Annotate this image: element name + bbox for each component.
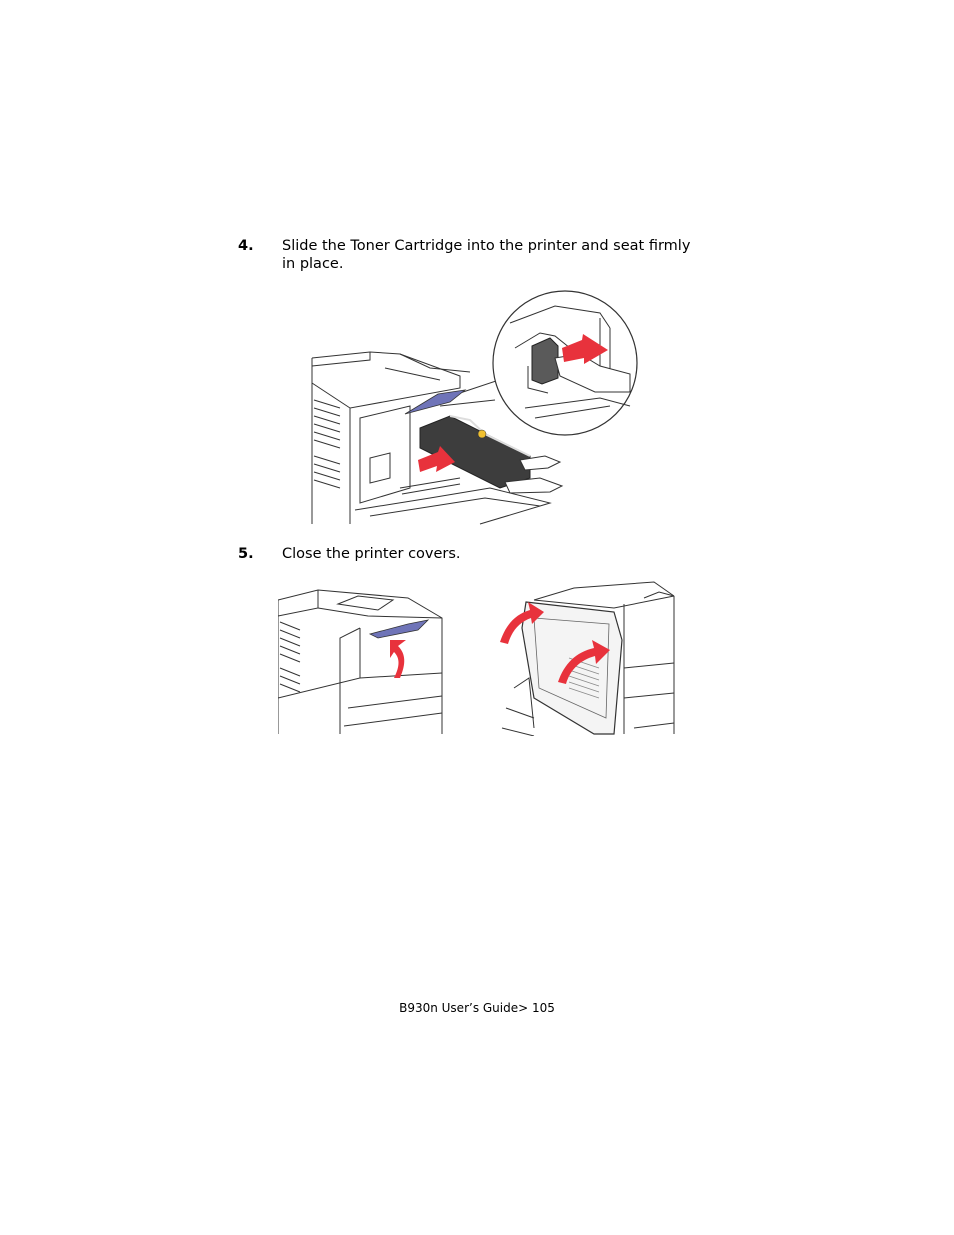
push-arrow-icon — [418, 446, 455, 472]
insert-toner-figure — [310, 288, 640, 526]
step-number: 4. — [238, 238, 254, 254]
push-arrow-icon — [562, 334, 608, 364]
printer-top-icon — [278, 589, 443, 734]
close-side-door-figure — [494, 578, 676, 736]
toner-cartridge-icon — [419, 415, 531, 489]
printer-side-door-icon — [500, 581, 675, 736]
curved-arrow-icon — [390, 640, 406, 678]
close-top-cover-figure — [278, 578, 444, 736]
printer-open-icon — [311, 290, 638, 525]
step-number: 5. — [238, 546, 254, 562]
curved-arrow-icon — [558, 640, 610, 684]
hand-icon — [504, 455, 564, 494]
latch-icon — [368, 619, 430, 639]
latch-icon — [404, 389, 467, 415]
curved-arrow-icon — [500, 602, 544, 644]
step-text: Close the printer covers. — [282, 546, 461, 562]
page-footer: B930n User’s Guide> 105 — [399, 1001, 555, 1015]
step-text: Slide the Toner Cartridge into the print… — [282, 238, 691, 272]
